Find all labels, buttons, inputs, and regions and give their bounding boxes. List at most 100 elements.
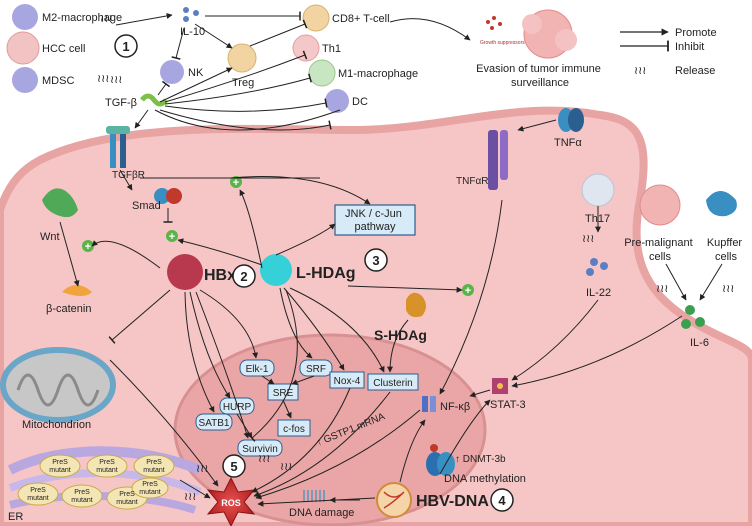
s-hdag-label: S-HDAg	[374, 327, 427, 343]
dna-damage-icon	[303, 490, 325, 502]
svg-text:≀≀≀: ≀≀≀	[280, 461, 292, 473]
m2-macrophage-label: M2-macrophage	[42, 12, 122, 24]
il10-molecule-icon	[183, 7, 199, 22]
satb1-label: SATB1	[199, 418, 230, 429]
survivin-label: Survivin	[242, 444, 278, 455]
svg-text:≀≀≀: ≀≀≀	[110, 74, 122, 86]
treg-cell-icon	[227, 43, 257, 73]
step-5-number: 5	[230, 459, 237, 474]
cd8-label: CD8+ T-cell	[332, 13, 390, 25]
cd8-cell-icon	[302, 4, 330, 32]
nk-label: NK	[188, 67, 204, 79]
ros-label: ROS	[221, 498, 241, 508]
mdsc-icon	[12, 67, 38, 93]
treg-label: Treg	[232, 77, 254, 89]
svg-text:PreS: PreS	[146, 459, 162, 466]
svg-text:mutant: mutant	[116, 499, 137, 506]
svg-text:≀≀≀: ≀≀≀	[184, 491, 196, 503]
step-3-number: 3	[372, 253, 379, 268]
mitochondrion-organelle	[0, 347, 116, 423]
svg-text:≀≀≀: ≀≀≀	[97, 73, 109, 85]
svg-text:≀≀≀: ≀≀≀	[722, 283, 734, 295]
beta-catenin-icon	[62, 285, 92, 296]
nfkb-icon	[422, 396, 436, 412]
tnfa-label: TNFα	[554, 137, 582, 149]
m2-macrophage-icon	[12, 4, 38, 30]
evasion-label: Evasion of tumor immune surveillance	[476, 63, 604, 89]
dna-damage-label: DNA damage	[289, 507, 354, 519]
smad-molecule-icon	[154, 188, 182, 204]
pres-mutant-group	[17, 454, 175, 510]
svg-text:mutant: mutant	[143, 467, 164, 474]
step-4-number: 4	[498, 493, 506, 508]
elk1-box	[239, 359, 275, 377]
hbv-dna-label: HBV-DNA	[416, 493, 489, 510]
svg-text:mutant: mutant	[71, 497, 92, 504]
s-hdag-protein-icon	[406, 292, 426, 318]
step-5-badge	[222, 454, 246, 478]
nox4-box	[329, 371, 365, 389]
th1-cell-icon	[292, 34, 320, 62]
svg-text:≀≀≀: ≀≀≀	[634, 65, 646, 77]
beta-catenin-label: β-catenin	[46, 303, 91, 315]
m1-macrophage-icon	[308, 59, 336, 87]
clusterin-box	[367, 373, 419, 391]
sre-label: SRE	[273, 388, 294, 399]
svg-text:PreS: PreS	[30, 487, 46, 494]
hbx-protein-icon	[167, 254, 203, 290]
svg-text:≀≀≀: ≀≀≀	[258, 453, 270, 465]
step-4-badge	[490, 488, 514, 512]
dnmt3b-label: ↑ DNMT-3b	[455, 454, 506, 465]
promote-plus-icons: + + + +	[82, 176, 474, 297]
wnt-label: Wnt	[40, 231, 60, 243]
il6-molecule-icon	[681, 305, 705, 329]
smad-label: Smad	[132, 200, 161, 212]
svg-text:PreS: PreS	[142, 481, 158, 488]
hbv-virion-icon	[376, 482, 412, 518]
th1-label: Th1	[322, 43, 341, 55]
svg-text:PreS: PreS	[119, 491, 135, 498]
pre-malignant-label: Pre-malignant cells	[624, 237, 696, 263]
wnt-icon	[42, 188, 78, 218]
tnfar-receptor-icon	[488, 130, 508, 190]
clusterin-label: Clusterin	[373, 378, 412, 389]
elk1-label: Elk-1	[246, 364, 269, 375]
immune-arrows	[115, 11, 471, 131]
l-hdag-protein-icon	[260, 254, 292, 286]
svg-text:PreS: PreS	[74, 489, 90, 496]
il6-label: IL-6	[690, 337, 709, 349]
tgfbr-label: TGFβR	[112, 170, 145, 181]
tgfb-label: TGF-β	[105, 97, 137, 109]
er-label: ER	[8, 511, 23, 523]
svg-text:≀≀≀: ≀≀≀	[582, 233, 594, 245]
kupffer-label: Kupffer cells	[707, 237, 745, 263]
jnk-pathway-label: JNK / c-Jun pathway	[345, 208, 405, 233]
hbx-label: HBx	[204, 267, 236, 284]
th17-cell-icon	[581, 173, 615, 207]
svg-text:+: +	[85, 241, 91, 253]
step-2-badge	[232, 264, 256, 288]
svg-text:≀≀≀: ≀≀≀	[100, 13, 112, 25]
mitochondrion-label: Mitochondrion	[22, 419, 91, 431]
svg-text:PreS: PreS	[99, 459, 115, 466]
legend-release: Release	[675, 65, 715, 77]
growth-suppressors-label: Growth suppressors	[480, 40, 525, 46]
svg-text:mutant: mutant	[49, 467, 70, 474]
hcc-cell-label: HCC cell	[42, 43, 85, 55]
tnfar-label: TNFαR	[456, 176, 488, 187]
step-1-number: 1	[122, 39, 129, 54]
pathway-arrows	[59, 169, 723, 507]
step-3-badge	[364, 248, 388, 272]
tumor-evasion-icon	[486, 9, 577, 59]
tgfbr-receptor-icon	[106, 126, 130, 168]
kupffer-cells-icon	[706, 191, 737, 217]
stat3-icon	[492, 378, 508, 394]
stat3-label: STAT-3	[490, 399, 526, 411]
svg-text:mutant: mutant	[27, 495, 48, 502]
il10-label: IL-10	[180, 26, 205, 38]
pre-malignant-cells-icon	[639, 184, 681, 226]
legend-inhibit: Inhibit	[675, 41, 704, 53]
hcc-cell-icon	[6, 31, 40, 65]
srf-box	[299, 359, 333, 377]
